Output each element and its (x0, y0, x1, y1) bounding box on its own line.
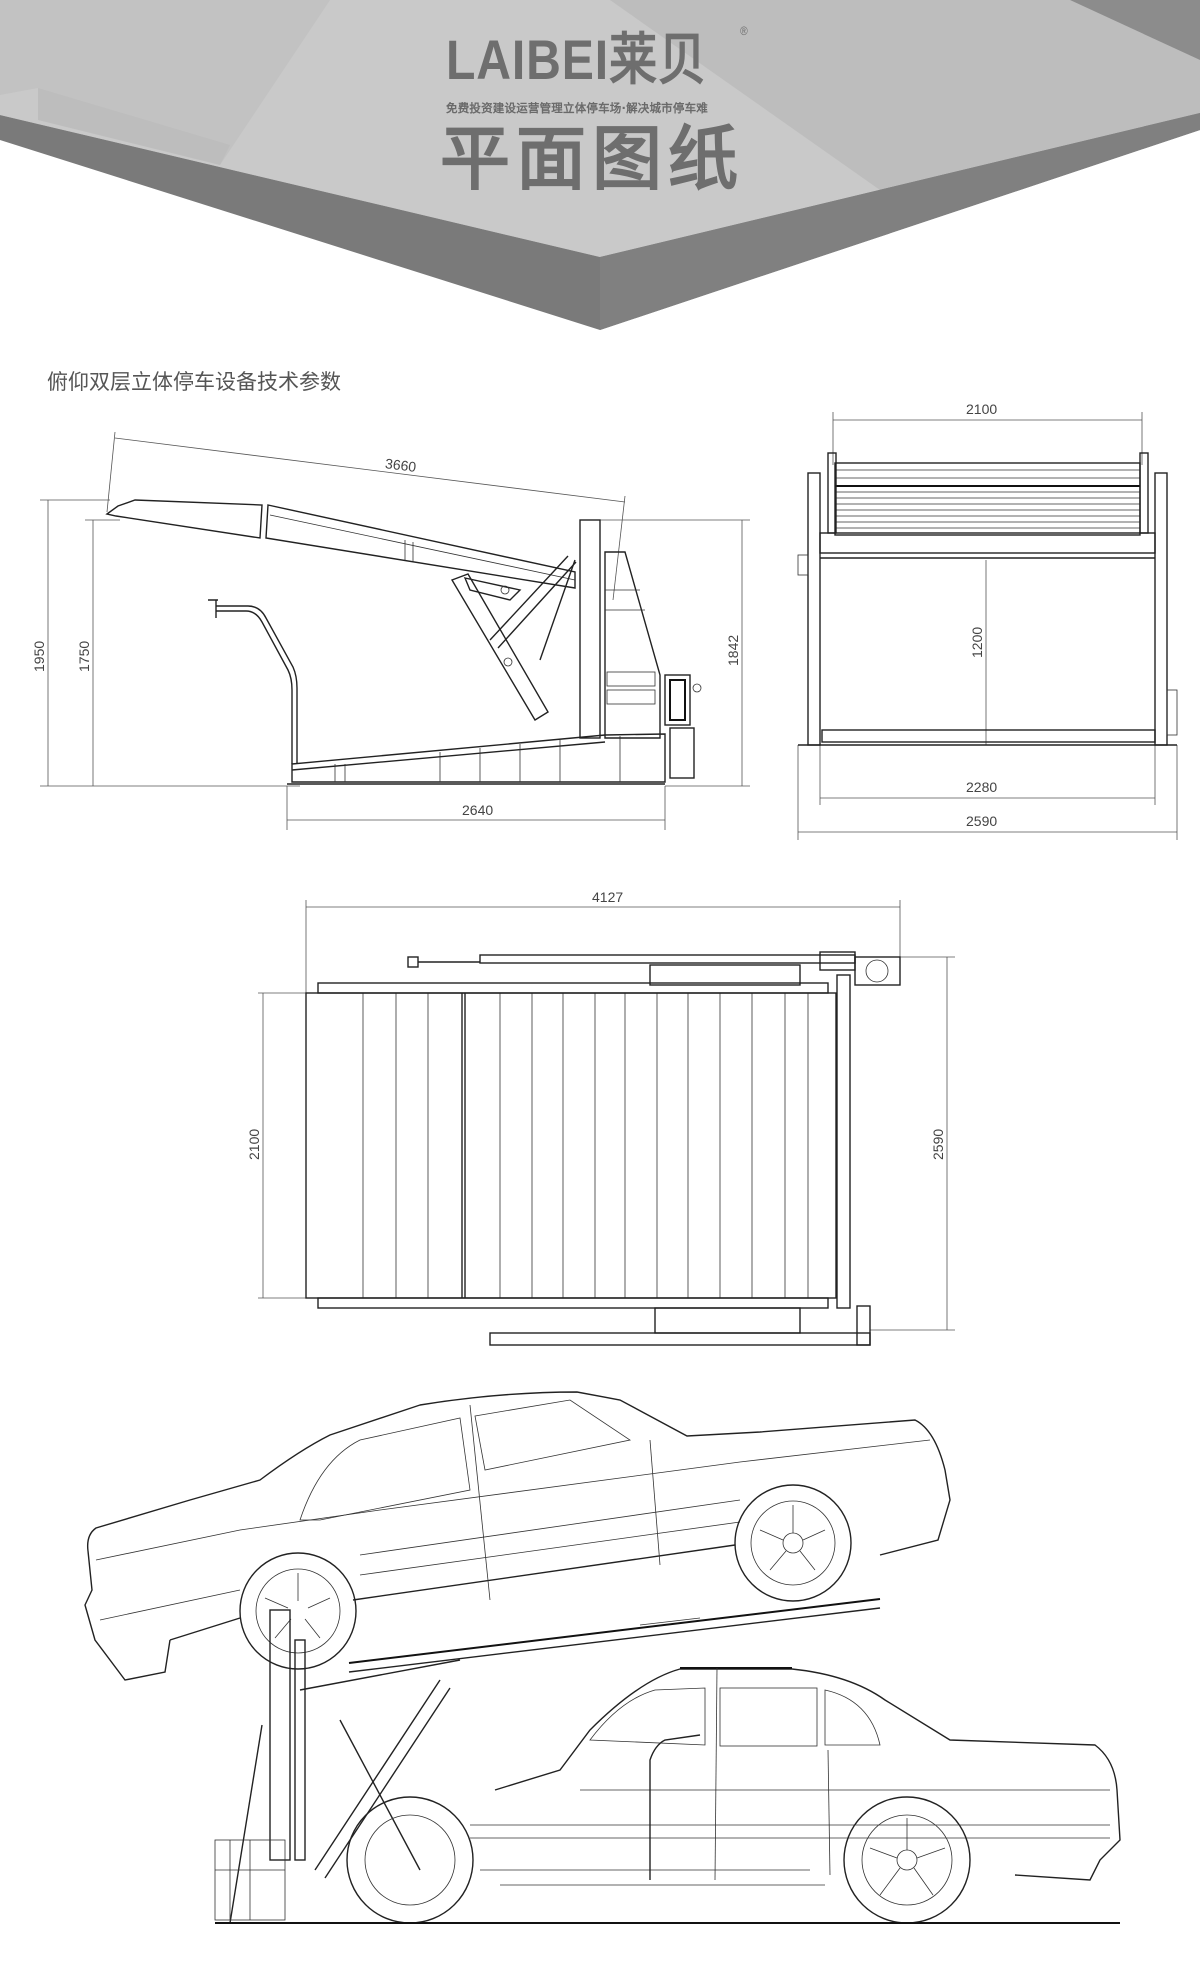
dim-1750: 1750 (76, 641, 92, 672)
top-view-platform (305, 982, 837, 1309)
brand-logo: LAIBEI莱贝 ® (446, 24, 748, 91)
header-banner (0, 0, 1200, 330)
lift-column (579, 519, 661, 739)
dim-3660: 3660 (384, 455, 417, 475)
dim-4127: 4127 (592, 889, 623, 905)
motor-icon (664, 674, 702, 779)
front-view-dimensions: 2100 1200 2280 2590 (797, 401, 1178, 840)
lower-car-icon (346, 1667, 1121, 1924)
tagline: 免费投资建设运营管理立体停车场·解决城市停车难 (446, 101, 708, 115)
front-view-deck (819, 452, 1156, 559)
lift-mechanism-icon (214, 1609, 461, 1924)
dim-2280: 2280 (966, 779, 997, 795)
banner-left-highlight (38, 88, 230, 165)
brand-cn: 莱贝 (609, 28, 708, 91)
banner-dark-band-shade (600, 113, 1200, 330)
lift-arms (450, 555, 577, 721)
banner-right-facet (610, 0, 1200, 190)
dim-1200: 1200 (969, 627, 985, 658)
page-title: 平面图纸 (440, 118, 744, 200)
dim-2590-top: 2590 (930, 1129, 946, 1160)
top-view-dimensions: 4127 2100 2590 (246, 889, 955, 1331)
front-view-posts (797, 472, 1178, 746)
tilting-ramp-icon (348, 1598, 881, 1673)
tilting-platform (105, 499, 576, 589)
section-title: 俯仰双层立体停车设备技术参数 (47, 370, 341, 394)
base-frame (287, 733, 666, 785)
dim-2640: 2640 (462, 802, 493, 818)
side-elevation-dimensions: 1950 1750 3660 1842 2640 (31, 431, 750, 830)
dim-2100-top: 2100 (246, 1129, 262, 1160)
handrail (208, 599, 298, 764)
top-view-frame (407, 951, 901, 1346)
dim-2590-front: 2590 (966, 813, 997, 829)
dim-1950: 1950 (31, 641, 47, 672)
banner-right-dark-wedge (1070, 0, 1200, 60)
brand-latin: LAIBEI (446, 28, 610, 91)
registered-mark: ® (740, 24, 749, 38)
dim-2100-front: 2100 (966, 401, 997, 417)
upper-car-icon (84, 1391, 951, 1681)
dim-1842: 1842 (725, 635, 741, 666)
